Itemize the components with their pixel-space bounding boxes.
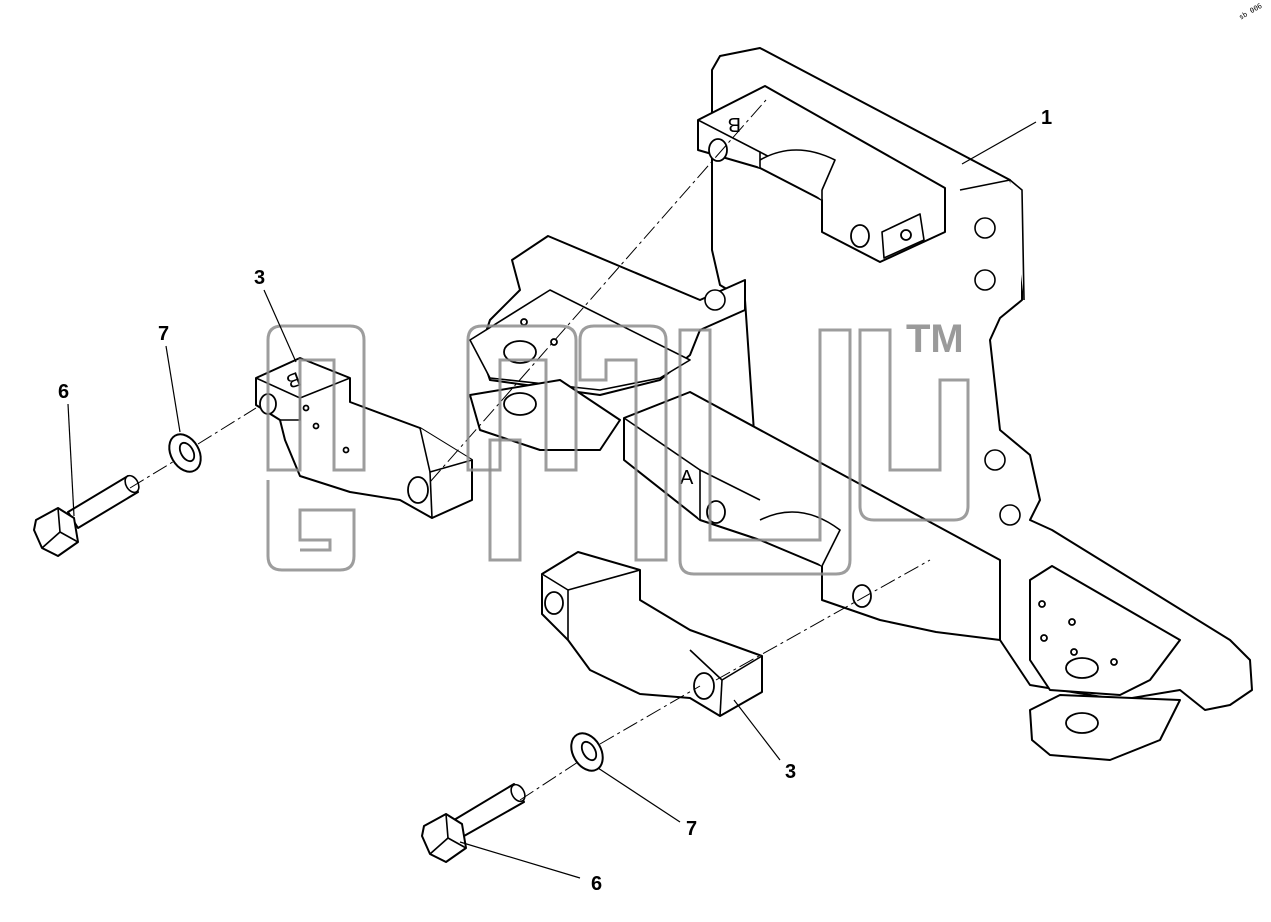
callout-7-upper-washer: 7	[158, 323, 169, 345]
watermark-logo: TM	[266, 317, 970, 576]
callout-6-lower-bolt: 6	[591, 873, 602, 895]
assembly-center-lines	[129, 99, 931, 801]
callout-3-upper-cap: 3	[254, 267, 265, 289]
bolt-lower	[421, 783, 526, 863]
bolt-upper	[33, 474, 140, 557]
callout-labels: 1 3 7 6 3 7 6	[58, 107, 1052, 895]
callout-7-lower-washer: 7	[686, 818, 697, 840]
leader-lines	[67, 121, 1037, 879]
frame-stamp-b: B	[728, 113, 741, 135]
callout-3-lower-cap: 3	[785, 761, 796, 783]
washer-upper	[168, 433, 202, 473]
callout-6-upper-bolt: 6	[58, 381, 69, 403]
washer-lower	[570, 732, 604, 772]
corner-reference-code: sb 006	[1238, 2, 1264, 22]
bearing-cap-lower	[541, 551, 763, 717]
watermark-trademark: TM	[906, 317, 964, 361]
callout-1-frame: 1	[1041, 107, 1052, 129]
frame-part-1: B A	[469, 47, 1253, 761]
frame-stamp-a: A	[680, 467, 694, 489]
